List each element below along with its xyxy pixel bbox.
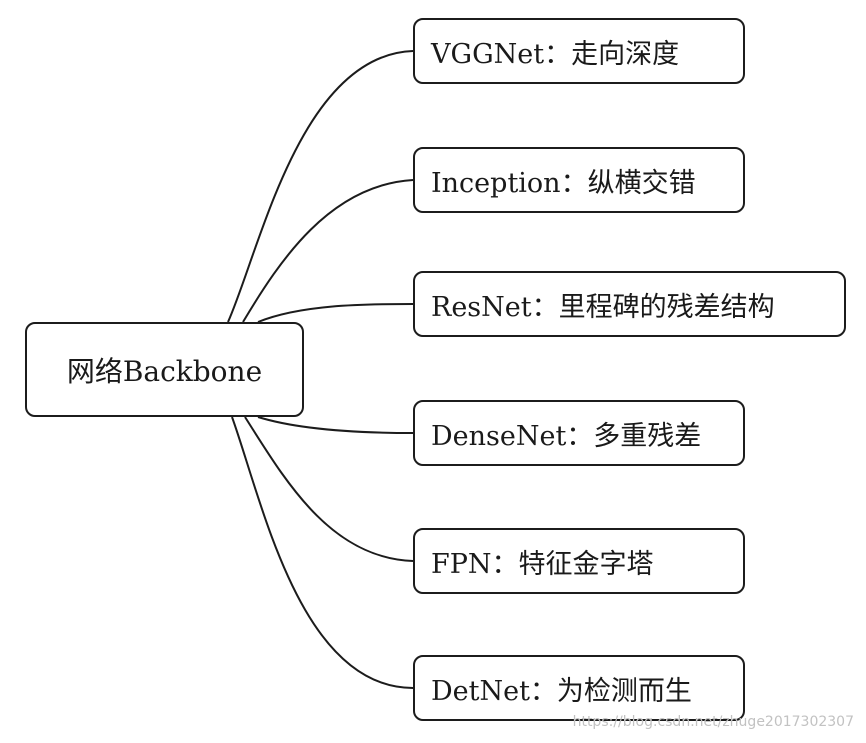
branch-node-inception: Inception：纵横交错: [413, 147, 745, 213]
watermark-text: https://blog.csdn.net/zhuge2017302307: [572, 714, 854, 730]
branch-label: ResNet：里程碑的残差结构: [431, 291, 775, 323]
connector-vggnet: [227, 50, 414, 323]
branch-label: FPN：特征金字塔: [431, 548, 654, 580]
root-node: 网络Backbone: [25, 322, 304, 417]
connector-resnet: [257, 303, 414, 323]
branch-node-vggnet: VGGNet：走向深度: [413, 18, 745, 84]
branch-node-detnet: DetNet：为检测而生: [413, 655, 745, 721]
branch-node-resnet: ResNet：里程碑的残差结构: [413, 271, 846, 337]
branch-label: Inception：纵横交错: [431, 167, 696, 199]
connector-inception: [242, 179, 414, 323]
connector-densenet: [257, 416, 414, 434]
connector-detnet: [231, 416, 414, 689]
connector-fpn: [244, 416, 414, 562]
root-label: 网络Backbone: [66, 354, 263, 388]
branch-node-fpn: FPN：特征金字塔: [413, 528, 745, 594]
branch-label: DetNet：为检测而生: [431, 675, 692, 707]
branch-label: VGGNet：走向深度: [431, 38, 680, 70]
branch-label: DenseNet：多重残差: [431, 420, 702, 452]
branch-node-densenet: DenseNet：多重残差: [413, 400, 745, 466]
